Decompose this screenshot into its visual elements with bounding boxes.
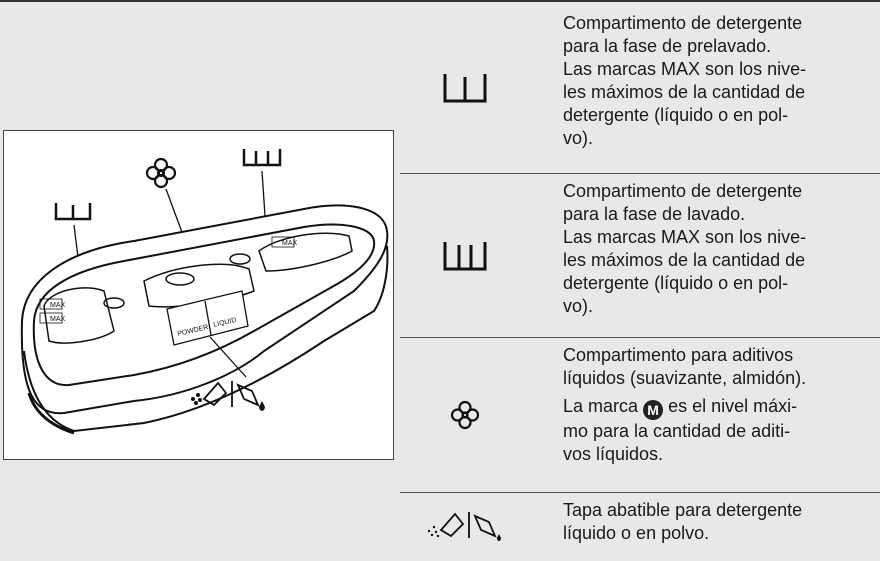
detergent-flap (166, 290, 249, 346)
legend-row-softener: Compartimento para aditivos líquidos (su… (400, 338, 880, 493)
dispenser-illustration: MAX MAX MAX POWDER LIQUID (3, 130, 394, 460)
legend-row-wash: Compartimento de detergente para la fase… (400, 174, 880, 338)
legend-text-wash: Compartimento de detergente para la fase… (563, 181, 807, 316)
max-marker-icon: M (643, 400, 664, 420)
dispenser-drawing: MAX MAX MAX POWDER LIQUID (20, 149, 389, 435)
prewash-symbol-icon (54, 203, 92, 221)
prewash-compartment-icon (400, 2, 530, 173)
max-label-3: MAX (282, 240, 298, 247)
legend-text-softener: Compartimento para aditivos líquidos (su… (563, 345, 807, 464)
powder-liquid-flap-icon (400, 493, 530, 561)
top-rule (0, 0, 880, 2)
max-label-1: MAX (50, 302, 66, 309)
wash-compartment-icon (400, 174, 530, 337)
legend-text-prewash: Compartimento de detergente para la fase… (563, 13, 807, 148)
pour-symbol-icon (190, 381, 265, 411)
max-label-2: MAX (50, 316, 66, 323)
softener-symbol-icon (145, 157, 177, 189)
legend-table: Compartimento de detergente para la fase… (400, 2, 880, 561)
legend-row-flap: Tapa abatible para detergente líquido o … (400, 493, 880, 561)
wash-symbol-icon (242, 149, 282, 167)
legend-text-flap: Tapa abatible para detergente líquido o … (563, 500, 803, 543)
legend-row-prewash: Compartimento de detergente para la fase… (400, 2, 880, 174)
flower-icon (400, 338, 530, 492)
